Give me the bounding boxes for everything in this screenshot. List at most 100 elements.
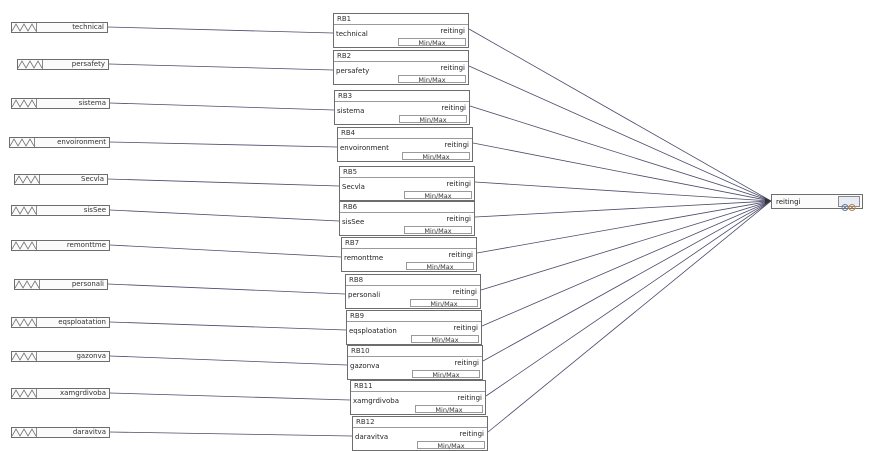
rule-block-title: RB9 bbox=[347, 311, 481, 322]
wire-output-9 bbox=[481, 200, 772, 327]
membership-icon bbox=[12, 428, 37, 437]
wire-output-5 bbox=[474, 181, 772, 202]
wire-output-4 bbox=[472, 142, 772, 202]
rule-block-title: RB2 bbox=[334, 51, 468, 62]
rule-block-input: remonttme bbox=[344, 254, 384, 262]
rule-block-output: reitingi bbox=[452, 288, 478, 296]
rule-block-title: RB7 bbox=[342, 238, 476, 249]
rule-block-output: reitingi bbox=[446, 180, 472, 188]
wire-input-10 bbox=[109, 355, 348, 366]
rule-block-output: reitingi bbox=[448, 251, 474, 259]
input-label: remonttme bbox=[66, 241, 106, 249]
input-variable-1[interactable]: technical bbox=[11, 22, 108, 33]
rule-block-title: RB4 bbox=[338, 128, 472, 139]
rule-block-input: xamgrdivoba bbox=[353, 397, 399, 405]
rule-block-output: reitingi bbox=[446, 215, 472, 223]
wire-output-10 bbox=[482, 200, 772, 362]
rule-block-input: daravitva bbox=[355, 433, 389, 441]
rule-block-title: RB6 bbox=[340, 202, 474, 213]
rule-block-input: envoironment bbox=[340, 144, 389, 152]
rule-block-title: RB5 bbox=[340, 167, 474, 178]
input-variable-10[interactable]: gazonva bbox=[11, 351, 110, 362]
rule-block-title: RB8 bbox=[346, 275, 480, 286]
membership-icon bbox=[12, 23, 37, 32]
input-variable-11[interactable]: xamgrdivoba bbox=[11, 388, 110, 399]
input-label: sistema bbox=[78, 99, 106, 107]
wire-output-2 bbox=[468, 65, 772, 202]
wire-output-12 bbox=[487, 200, 772, 433]
input-label: gazonva bbox=[76, 352, 106, 360]
wire-input-8 bbox=[107, 283, 346, 295]
input-label: technical bbox=[72, 23, 104, 31]
input-label: persafety bbox=[71, 60, 105, 68]
membership-icon bbox=[12, 318, 37, 327]
output-variable-reitingi[interactable]: reitingi bbox=[771, 194, 863, 211]
rule-block-input: gazonva bbox=[350, 362, 380, 370]
input-label: eqsploatation bbox=[58, 318, 106, 326]
rule-block-output: reitingi bbox=[441, 104, 467, 112]
rule-block-input: personali bbox=[348, 291, 381, 299]
rule-block-range: Min/Max bbox=[402, 152, 470, 161]
rule-block-input: Secvla bbox=[342, 183, 365, 191]
output-label: reitingi bbox=[776, 197, 801, 206]
wire-input-12 bbox=[109, 431, 353, 437]
input-label: daravitva bbox=[72, 428, 106, 436]
wire-output-6 bbox=[474, 200, 772, 218]
input-variable-5[interactable]: Secvla bbox=[14, 174, 108, 185]
wire-output-7 bbox=[476, 200, 772, 254]
rule-block-output: reitingi bbox=[440, 27, 466, 35]
input-variable-9[interactable]: eqsploatation bbox=[11, 317, 110, 328]
wire-input-1 bbox=[107, 26, 334, 34]
rule-block-range: Min/Max bbox=[398, 75, 466, 84]
input-variable-2[interactable]: persafety bbox=[17, 59, 109, 70]
rule-block-range: Min/Max bbox=[404, 191, 472, 200]
input-variable-3[interactable]: sistema bbox=[11, 98, 110, 109]
wire-output-11 bbox=[485, 200, 772, 397]
wire-input-4 bbox=[109, 141, 338, 148]
wire-output-3 bbox=[469, 105, 772, 202]
rule-block-input: persafety bbox=[336, 67, 370, 75]
rule-block-range: Min/Max bbox=[417, 441, 485, 450]
input-label: envoironment bbox=[57, 138, 106, 146]
input-variable-7[interactable]: remonttme bbox=[11, 240, 110, 251]
membership-icon bbox=[12, 99, 37, 108]
input-variable-6[interactable]: sisSee bbox=[11, 205, 110, 216]
rule-block-input: technical bbox=[336, 30, 368, 38]
wire-output-8 bbox=[480, 200, 772, 291]
input-variable-4[interactable]: envoironment bbox=[9, 137, 110, 148]
input-variable-8[interactable]: personali bbox=[14, 279, 108, 290]
membership-icon bbox=[12, 389, 37, 398]
membership-icon bbox=[15, 280, 40, 289]
rule-block-title: RB10 bbox=[348, 346, 482, 357]
input-variable-12[interactable]: daravitva bbox=[11, 427, 110, 438]
rule-block-output: reitingi bbox=[440, 64, 466, 72]
rule-block-range: Min/Max bbox=[412, 370, 480, 379]
input-label: Secvla bbox=[81, 175, 104, 183]
rule-block-input: sisSee bbox=[342, 218, 365, 226]
wire-input-2 bbox=[108, 63, 334, 71]
rule-block-range: Min/Max bbox=[406, 262, 474, 271]
wire-input-6 bbox=[109, 209, 340, 222]
input-label: personali bbox=[71, 280, 104, 288]
rule-block-title: RB3 bbox=[335, 91, 469, 102]
rule-block-output: reitingi bbox=[457, 394, 483, 402]
rule-block-title: RB11 bbox=[351, 381, 485, 392]
membership-icon bbox=[10, 138, 35, 147]
rule-block-output: reitingi bbox=[459, 430, 485, 438]
rule-block-title: RB12 bbox=[353, 417, 487, 428]
wire-input-11 bbox=[109, 392, 351, 401]
input-label: xamgrdivoba bbox=[60, 389, 106, 397]
rule-block-range: Min/Max bbox=[399, 115, 467, 124]
